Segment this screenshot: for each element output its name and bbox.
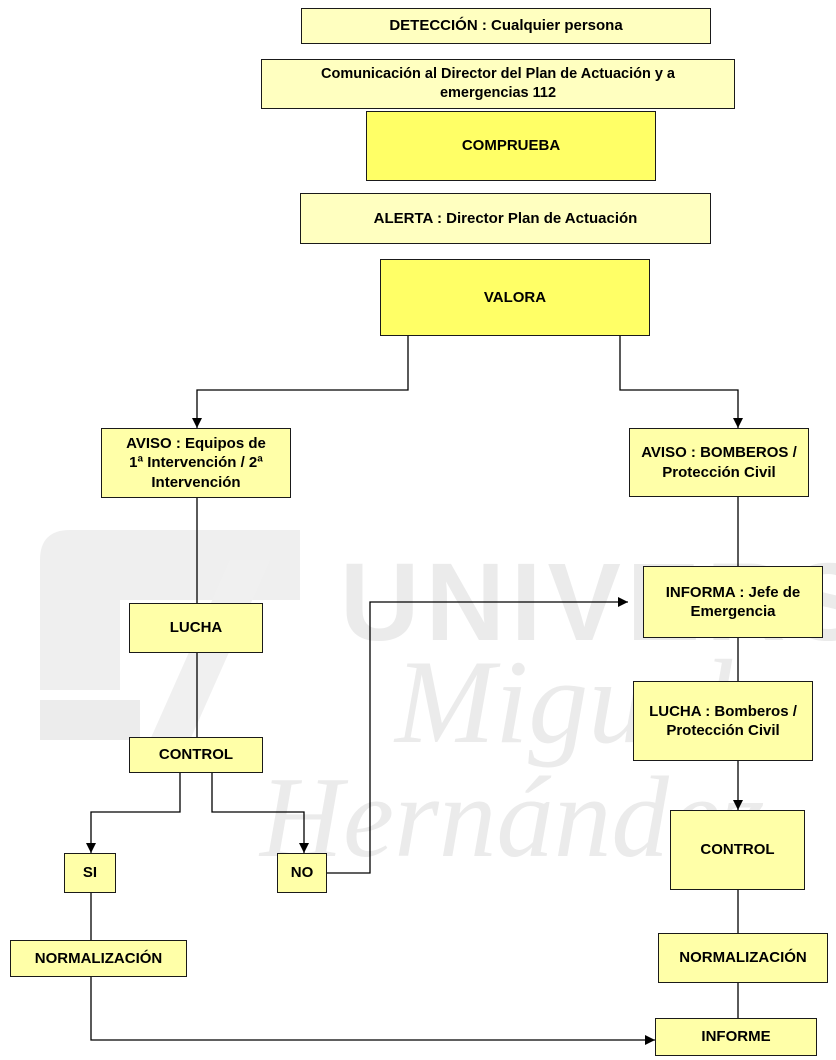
- node-lucha-bomberos-label: LUCHA : Bomberos / Protección Civil: [649, 702, 797, 740]
- edge-valora-aviso-equipos: [192, 335, 409, 428]
- node-control-right-label: CONTROL: [700, 841, 775, 859]
- node-no: NO: [277, 853, 327, 893]
- node-aviso-equipos-label: AVISO : Equipos de 1ª Intervención / 2ª …: [126, 434, 266, 491]
- edge-normalizacion-informe: [90, 977, 655, 1045]
- node-lucha-bomberos: LUCHA : Bomberos / Protección Civil: [633, 681, 813, 761]
- node-aviso-bomberos: AVISO : BOMBEROS / Protección Civil: [629, 428, 809, 497]
- node-si-label: SI: [82, 864, 98, 882]
- node-normalizacion-left-label: NORMALIZACIÓN: [34, 949, 163, 967]
- node-informe-label: INFORME: [701, 1028, 771, 1046]
- node-valora-label: VALORA: [483, 288, 547, 306]
- node-control-right: CONTROL: [670, 810, 805, 890]
- node-lucha-label: LUCHA: [169, 619, 223, 637]
- node-normalizacion-right-label: NORMALIZACIÓN: [679, 949, 807, 967]
- node-control-left: CONTROL: [129, 737, 263, 773]
- node-normalizacion-right: NORMALIZACIÓN: [658, 933, 828, 983]
- node-comunicacion: Comunicación al Director del Plan de Act…: [261, 59, 735, 109]
- node-aviso-equipos: AVISO : Equipos de 1ª Intervención / 2ª …: [101, 428, 291, 498]
- edge-no-informa: [327, 597, 628, 874]
- node-informa-label: INFORMA : Jefe de Emergencia: [665, 583, 801, 621]
- node-valora: VALORA: [380, 259, 650, 336]
- node-normalizacion-left: NORMALIZACIÓN: [10, 940, 187, 977]
- node-alerta-label: ALERTA : Director Plan de Actuación: [373, 209, 638, 227]
- node-deteccion: DETECCIÓN : Cualquier persona: [301, 8, 711, 44]
- node-informa: INFORMA : Jefe de Emergencia: [643, 566, 823, 638]
- node-comunicacion-label: Comunicación al Director del Plan de Act…: [321, 66, 675, 101]
- edge-control-si: [86, 772, 181, 853]
- node-deteccion-label: DETECCIÓN : Cualquier persona: [389, 17, 623, 35]
- node-control-left-label: CONTROL: [158, 746, 234, 764]
- node-informe: INFORME: [655, 1018, 817, 1056]
- edge-valora-aviso-bomberos: [619, 335, 743, 428]
- node-alerta: ALERTA : Director Plan de Actuación: [300, 193, 711, 244]
- node-aviso-bomberos-label: AVISO : BOMBEROS / Protección Civil: [641, 444, 797, 481]
- node-si: SI: [64, 853, 116, 893]
- node-comprueba-label: COMPRUEBA: [461, 137, 561, 155]
- node-lucha: LUCHA: [129, 603, 263, 653]
- node-comprueba: COMPRUEBA: [366, 111, 656, 181]
- node-no-label: NO: [290, 864, 314, 882]
- edge-control-no: [211, 772, 309, 853]
